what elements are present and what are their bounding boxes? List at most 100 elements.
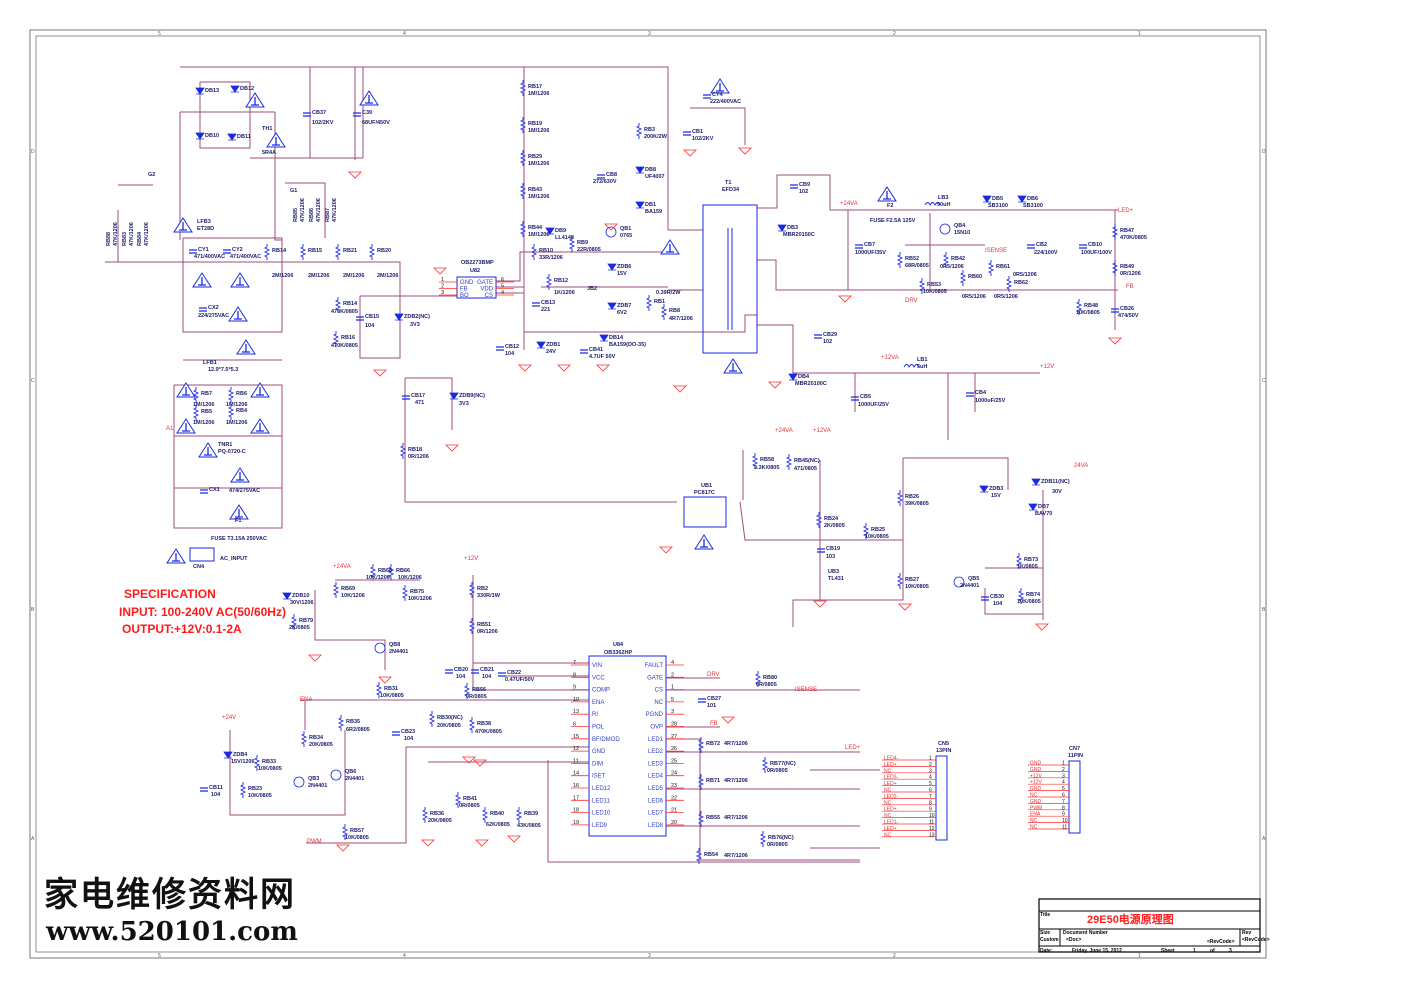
document-number-label: Document Number (1063, 930, 1108, 936)
component-ref: DB1 (645, 202, 656, 208)
pin-number: 15 (573, 734, 579, 740)
component-ref: DB12 (240, 86, 254, 92)
component-value: 5R4A (262, 150, 276, 156)
component-value: 0R/1206 (1120, 271, 1141, 277)
component-value: 1M/1206 (528, 232, 549, 238)
component-ref: RB33 (262, 759, 276, 765)
warning-icon (176, 382, 196, 398)
pin-signal: NC (884, 813, 892, 819)
pin-name: PGND (646, 712, 664, 718)
component-ref: TNR1 (218, 442, 232, 448)
pin-number: 8 (929, 800, 932, 806)
component-value: 102/2KV (692, 136, 714, 142)
sheet-label: Sheet (1161, 948, 1175, 954)
component-ref: CB2 (1036, 242, 1047, 248)
pin-name: LED8 (648, 823, 664, 829)
wire (274, 112, 282, 241)
component-ref: CY2 (232, 247, 243, 253)
pin-number: 5 (1062, 786, 1065, 792)
component-ref: RB88 (106, 232, 112, 246)
pin-number: 25 (671, 758, 677, 764)
pin-signal: +12V (1030, 773, 1042, 779)
diode-symbol (449, 392, 459, 400)
component-value: 2N4401 (389, 649, 408, 655)
document-number: <Doc> (1066, 937, 1081, 943)
pin-number: 3 (441, 290, 444, 296)
ground-icon (659, 546, 673, 554)
component-value: 272/630V (593, 179, 617, 185)
component-value: 0R5/1206 (1013, 272, 1037, 278)
pin-name: GND (460, 280, 474, 286)
diode-symbol (599, 334, 609, 342)
component-ref: CX1 (209, 487, 220, 493)
component-ref: RB35 (346, 719, 360, 725)
component-ref: RB44 (528, 225, 543, 231)
diode-symbol (195, 132, 205, 140)
component-value: 100UF/100V (1081, 250, 1112, 256)
resistor-symbol (192, 405, 200, 421)
capacitor-symbol (496, 346, 504, 351)
resistor-symbol (1015, 553, 1023, 569)
component-value: 20K/0805 (309, 742, 333, 748)
ground-icon (1035, 623, 1049, 631)
capacitor-symbol (199, 307, 207, 312)
component-value: 0R/1206 (408, 454, 429, 460)
capacitor-symbol (223, 249, 231, 254)
capacitor-symbol (817, 548, 825, 553)
ground-icon (768, 381, 782, 389)
component-ref: JB2 (587, 286, 597, 292)
component-value: AC_INPUT (220, 556, 248, 562)
pin-number: 16 (573, 783, 579, 789)
column-marker-bottom: 2 (893, 953, 896, 959)
pin-name: LED6 (648, 798, 664, 804)
component-ref: CB9 (799, 182, 810, 188)
pin-number: 1 (441, 277, 444, 283)
net-label: A1 (166, 426, 174, 432)
component-value: 1M/1206 (193, 402, 214, 408)
transistor-symbol (605, 226, 617, 238)
pin-number: 11 (1062, 825, 1067, 831)
component-value: EFD34 (722, 187, 740, 193)
component-value: 0.39R/2W (656, 290, 681, 296)
diode-symbol (394, 313, 404, 321)
component-ref: QB3 (308, 776, 319, 782)
net-label: 24VA (1074, 463, 1088, 469)
component-ref: CB26 (1120, 306, 1134, 312)
component-value: 10K/0805 (1017, 599, 1041, 605)
component-value: 0R5/1206 (962, 294, 986, 300)
component-value: 4.7UF 50V (589, 354, 616, 360)
ground-icon (557, 364, 571, 372)
pin-name: LED7 (648, 811, 664, 817)
size-label: Size (1040, 930, 1050, 936)
component-value: 22R/0805 (577, 247, 601, 253)
transformer-t1-body (702, 204, 758, 354)
component-ref: G1 (290, 188, 297, 194)
warning-icon (359, 90, 379, 106)
connector-cn7 (1068, 760, 1081, 834)
capacitor-symbol (698, 698, 706, 703)
component-rb45nc: RB45(NC)471/0805 (794, 458, 820, 472)
component-ref: CB37 (312, 110, 326, 116)
component-ref: RB41 (463, 796, 477, 802)
